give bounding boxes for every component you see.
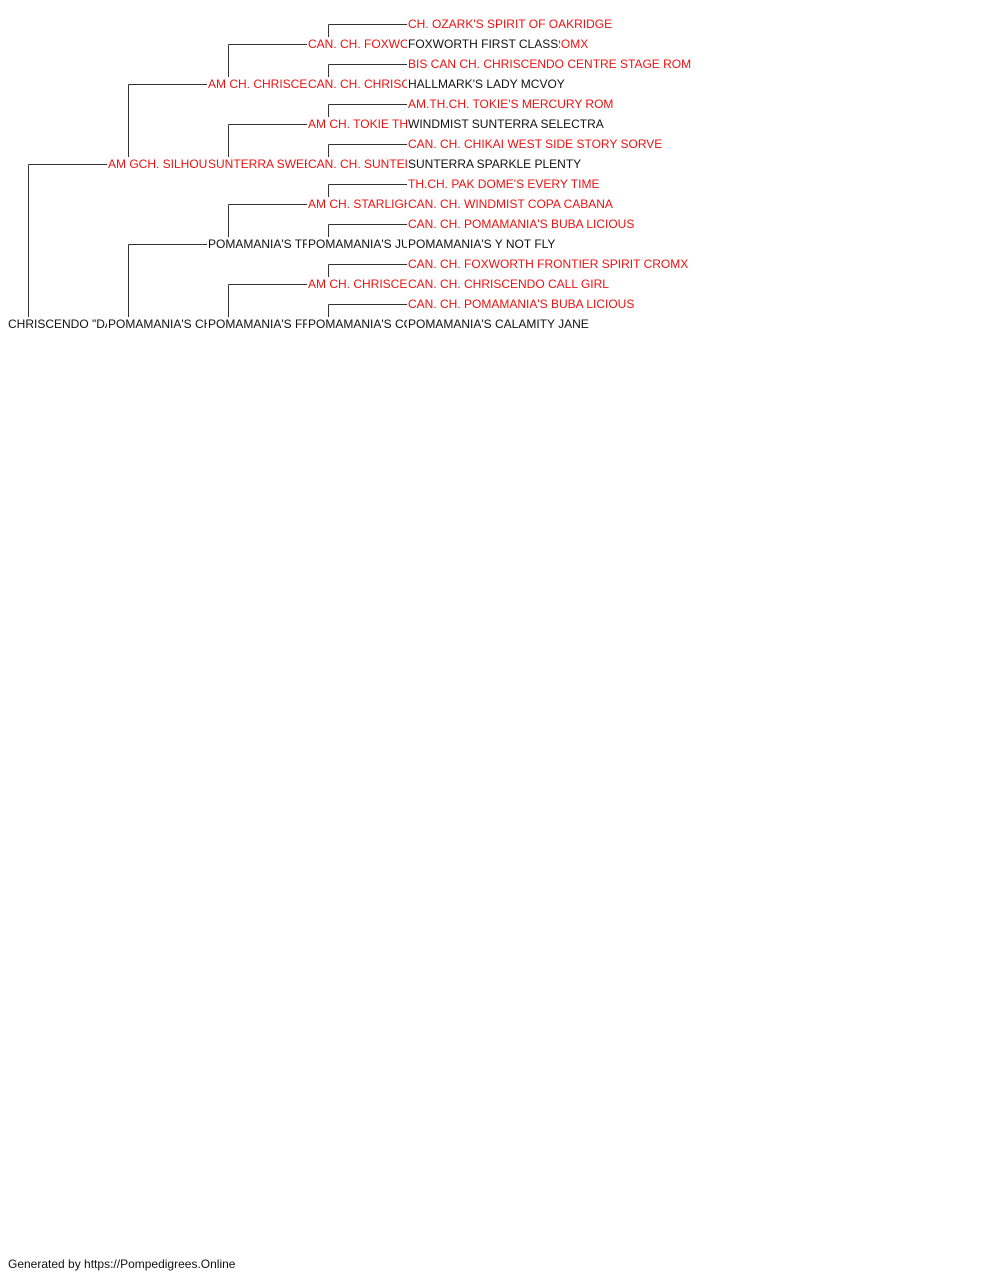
dam-name: WINDMIST SUNTERRA SELECTRA [407,117,605,131]
dam-name: HALLMARK'S LADY MCVOY [407,77,566,91]
dam-name: POMAMANIA'S CALAMITY JANE [407,317,590,331]
sire-name: CAN. CH. POMAMANIA'S BUBA LICIOUS [407,297,636,311]
sire-name: AM.TH.CH. TOKIE'S MERCURY ROM [407,97,615,111]
sire-name: BIS CAN CH. CHRISCENDO CENTRE STAGE ROM [407,57,693,71]
dam-name: CAN. CH. WINDMIST COPA CABANA [407,197,614,211]
dam-name: CAN. CH. CHRISCENDO CALL GIRL [407,277,610,291]
sire-name: CAN. CH. POMAMANIA'S BUBA LICIOUS [407,217,636,231]
dam-name: SUNTERRA SPARKLE PLENTY [407,157,583,171]
sire-name: CAN. CH. CHIKAI WEST SIDE STORY SORVE [407,137,664,151]
generated-by-footer: Generated by https://Pompedigrees.Online [8,1257,236,1271]
sire-name: CAN. CH. FOXWORTH FRONTIER SPIRIT CROMX [407,257,690,271]
sire-name: CH. OZARK'S SPIRIT OF OAKRIDGE [407,17,614,31]
sire-name: TH.CH. PAK DOME'S EVERY TIME [407,177,601,191]
dam-name: POMAMANIA'S Y NOT FLY [407,237,557,251]
dam-name: FOXWORTH FIRST CLASS [407,37,560,51]
